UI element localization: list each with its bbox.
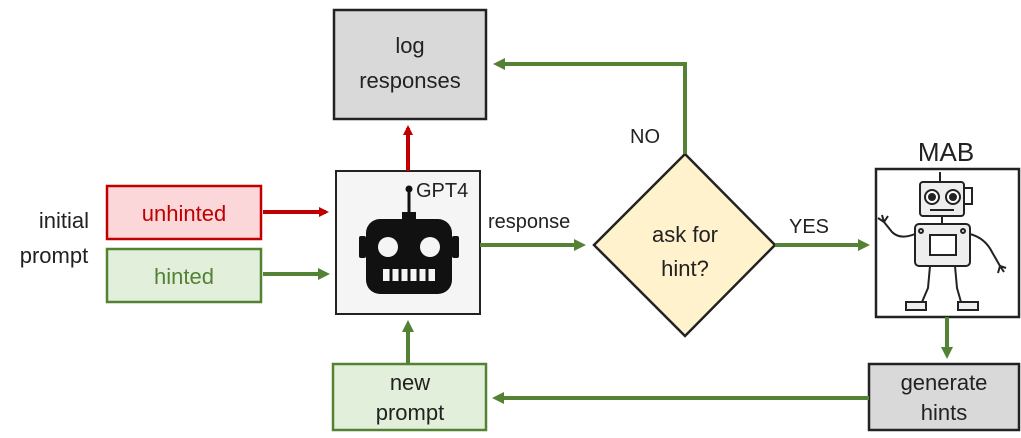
initial-prompt-line2: prompt — [20, 243, 88, 268]
initial-prompt-line1: initial — [39, 208, 89, 233]
generate-hints-line2: hints — [921, 400, 967, 425]
hinted-box — [105, 247, 263, 304]
log-responses-box — [332, 8, 488, 121]
unhinted-label: unhinted — [142, 201, 226, 226]
generate-hints-line1: generate — [901, 370, 988, 395]
robot-icon — [359, 185, 459, 294]
new-prompt-line2: prompt — [376, 400, 444, 425]
new-prompt-line1: new — [390, 370, 430, 395]
decision-line2: hint? — [661, 256, 709, 281]
log-responses-line1: log — [395, 33, 424, 58]
no-arrow — [493, 58, 687, 154]
robot-drawing-icon — [877, 172, 1007, 311]
response-label: response — [488, 211, 570, 233]
gpt4-label: GPT4 — [416, 180, 468, 202]
yes-label: YES — [789, 216, 829, 238]
no-label: NO — [630, 126, 660, 148]
unhinted-box — [105, 184, 263, 241]
decision-diamond — [592, 152, 777, 338]
mab-label: MAB — [918, 137, 974, 167]
log-responses-line2: responses — [359, 68, 461, 93]
decision-line1: ask for — [652, 222, 718, 247]
hinted-label: hinted — [154, 264, 214, 289]
